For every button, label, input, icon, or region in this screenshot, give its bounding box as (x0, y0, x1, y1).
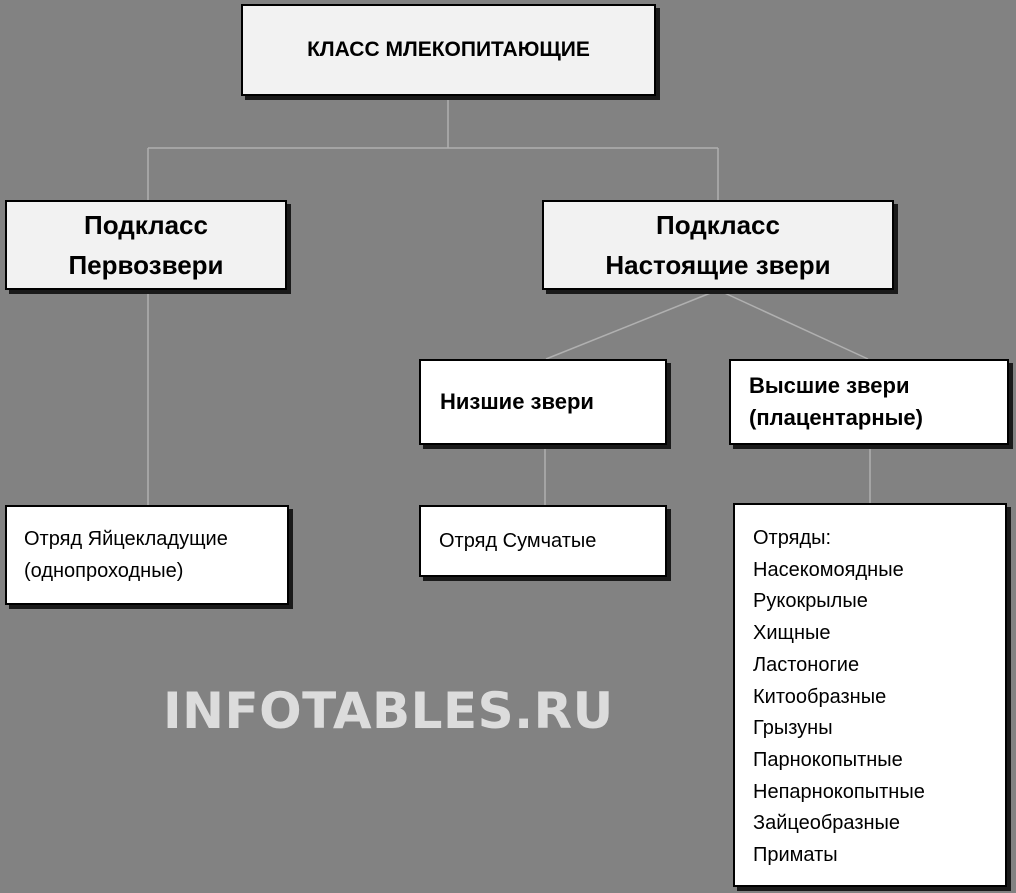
order-item: Рукокрылые (753, 590, 868, 613)
order-item: Хищные (753, 622, 831, 645)
higher-beasts-box: Высшие звери (плацентарные) (729, 359, 1009, 445)
connector-to-higher-beasts (717, 289, 869, 360)
order-item: Приматы (753, 844, 838, 867)
order-item: Грызуны (753, 717, 833, 740)
orders-heading: Отряды: (753, 527, 832, 549)
lower-beasts-label: Низшие звери (440, 389, 594, 414)
subclass-theria-line2: Настоящие звери (605, 250, 831, 280)
class-mammals-box: КЛАСС МЛЕКОПИТАЮЩИЕ (241, 4, 656, 96)
subclass-prototheria-line1: Подкласс (84, 210, 208, 240)
order-item: Непарнокопытные (753, 780, 925, 803)
orders-placental-box: Отряды: Насекомоядные Рукокрылые Хищные … (733, 503, 1007, 887)
subclass-theria-line1: Подкласс (656, 210, 780, 240)
lower-beasts-box: Низшие звери (419, 359, 667, 445)
order-monotremes-line1: Отряд Яйцекладущие (24, 528, 228, 550)
class-mammals-label: КЛАСС МЛЕКОПИТАЮЩИЕ (307, 38, 590, 61)
order-monotremes-box: Отряд Яйцекладущие (однопроходные) (5, 505, 289, 605)
watermark: INFOTABLES.RU (163, 682, 614, 740)
order-marsupials-box: Отряд Сумчатые (419, 505, 667, 577)
connector-to-lower-beasts (545, 289, 719, 360)
order-marsupials-label: Отряд Сумчатые (439, 529, 597, 552)
order-item: Китообразные (753, 685, 887, 708)
subclass-prototheria-box: Подкласс Первозвери (5, 200, 287, 290)
order-monotremes-line2: (однопроходные) (24, 560, 184, 582)
order-item: Насекомоядные (753, 558, 904, 581)
higher-beasts-line2: (плацентарные) (749, 405, 923, 430)
order-item: Зайцеобразные (753, 812, 901, 835)
order-item: Ластоногие (753, 653, 860, 676)
order-item: Парнокопытные (753, 748, 903, 771)
higher-beasts-line1: Высшие звери (749, 373, 910, 398)
subclass-theria-box: Подкласс Настоящие звери (542, 200, 894, 290)
subclass-prototheria-line2: Первозвери (68, 250, 224, 280)
